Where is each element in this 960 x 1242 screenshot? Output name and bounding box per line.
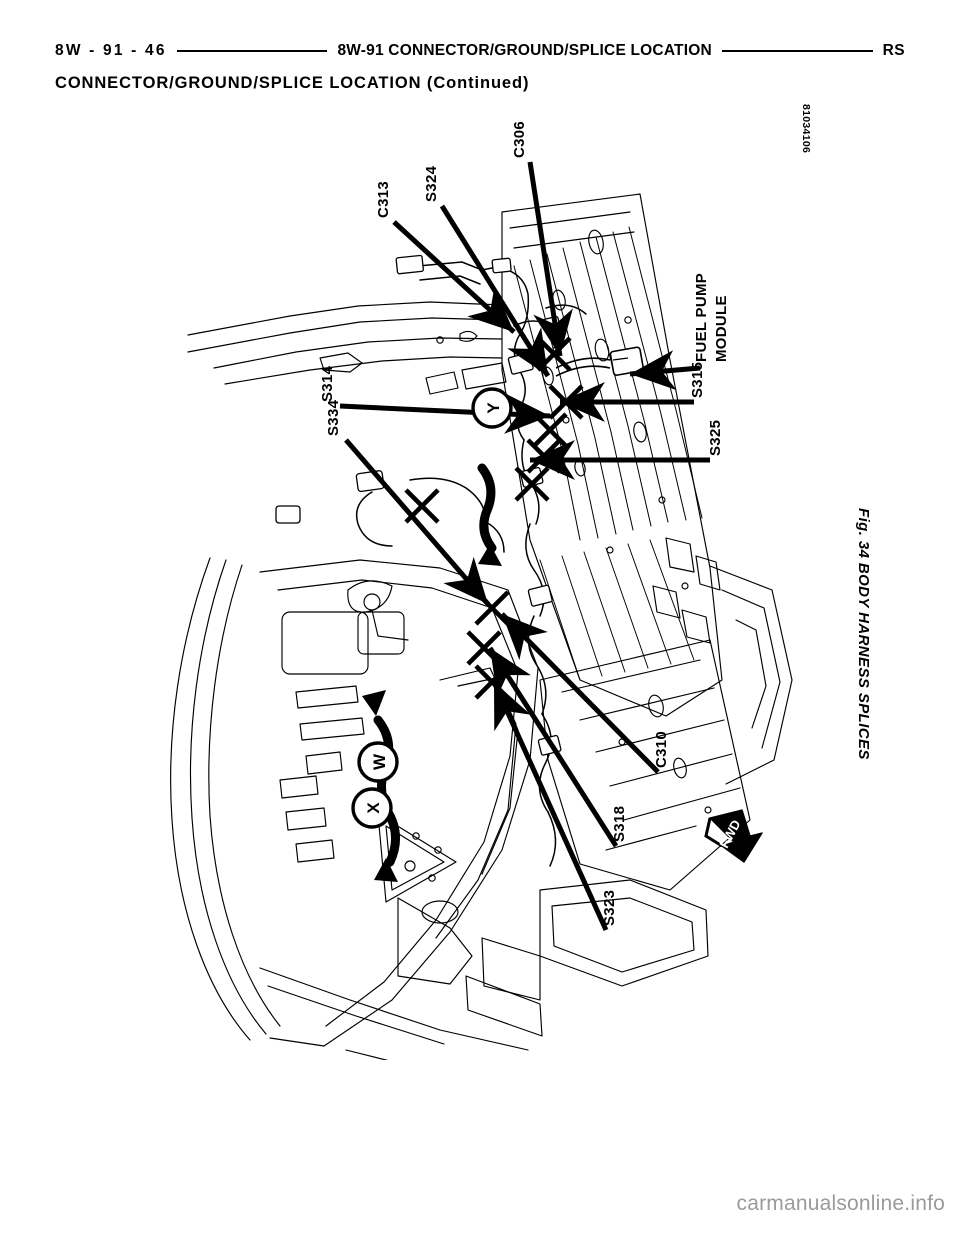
leader-c313	[392, 220, 516, 334]
callout-label-s315: S315	[689, 362, 706, 398]
callout-label-c310: C310	[653, 731, 670, 768]
callout-label-s325: S325	[707, 420, 724, 456]
running-header: 8W - 91 - 46 8W-91 CONNECTOR/GROUND/SPLI…	[55, 40, 905, 62]
leader-s323	[491, 680, 609, 932]
callout-label-s324: S324	[423, 165, 440, 202]
leader-s324	[439, 204, 551, 378]
callout-label-fuel-pump-module-line1: FUEL PUMP	[693, 273, 710, 362]
callout-label-c313: C313	[375, 181, 392, 218]
site-watermark: carmanualsonline.info	[736, 1192, 945, 1215]
header-title: 8W-91 CONNECTOR/GROUND/SPLICE LOCATION	[337, 42, 712, 60]
body-harness-diagram: C313 S324 C306 FUEL PUMP MODULE S315 S32…	[170, 121, 793, 1060]
svg-text:Y: Y	[484, 402, 503, 414]
svg-text:W: W	[370, 753, 389, 770]
route-marker-w: W	[357, 741, 399, 783]
leader-s314	[339, 393, 551, 434]
route-marker-y: Y	[471, 387, 513, 429]
figure-illustration: C313 S324 C306 FUEL PUMP MODULE S315 S32…	[110, 120, 810, 1060]
route-markers: W X Y	[351, 387, 513, 829]
route-marker-x: X	[351, 787, 393, 829]
splice-marker	[526, 438, 562, 474]
header-rule-left	[176, 50, 328, 52]
header-rule-right	[721, 50, 873, 52]
manual-code: RS	[882, 42, 905, 60]
callout-label-fuel-pump-module-line2: MODULE	[713, 295, 730, 362]
callout-label-s314: S314	[319, 365, 336, 402]
route-path-wx	[362, 690, 400, 882]
callout-label-s334: S334	[325, 399, 342, 436]
leader-c306	[527, 161, 573, 357]
fwd-direction-marker: FWD	[704, 809, 763, 863]
leader-s334	[344, 438, 490, 606]
callout-label-s323: S323	[601, 890, 618, 926]
page-number: 8W - 91 - 46	[55, 42, 167, 60]
callout-labels: C313 S324 C306 FUEL PUMP MODULE S315 S32…	[319, 121, 730, 926]
callout-label-s318: S318	[611, 806, 628, 842]
figure-caption: Fig. 34 BODY HARNESS SPLICES	[855, 508, 872, 760]
leader-c310	[500, 612, 660, 774]
route-path-y	[477, 463, 502, 566]
callout-label-c306: C306	[511, 121, 528, 158]
section-heading: CONNECTOR/GROUND/SPLICE LOCATION (Contin…	[55, 74, 530, 92]
svg-text:X: X	[364, 802, 383, 814]
leader-lines	[339, 161, 710, 932]
leader-fuel-pump-module	[629, 350, 701, 391]
leader-s318	[487, 646, 619, 848]
